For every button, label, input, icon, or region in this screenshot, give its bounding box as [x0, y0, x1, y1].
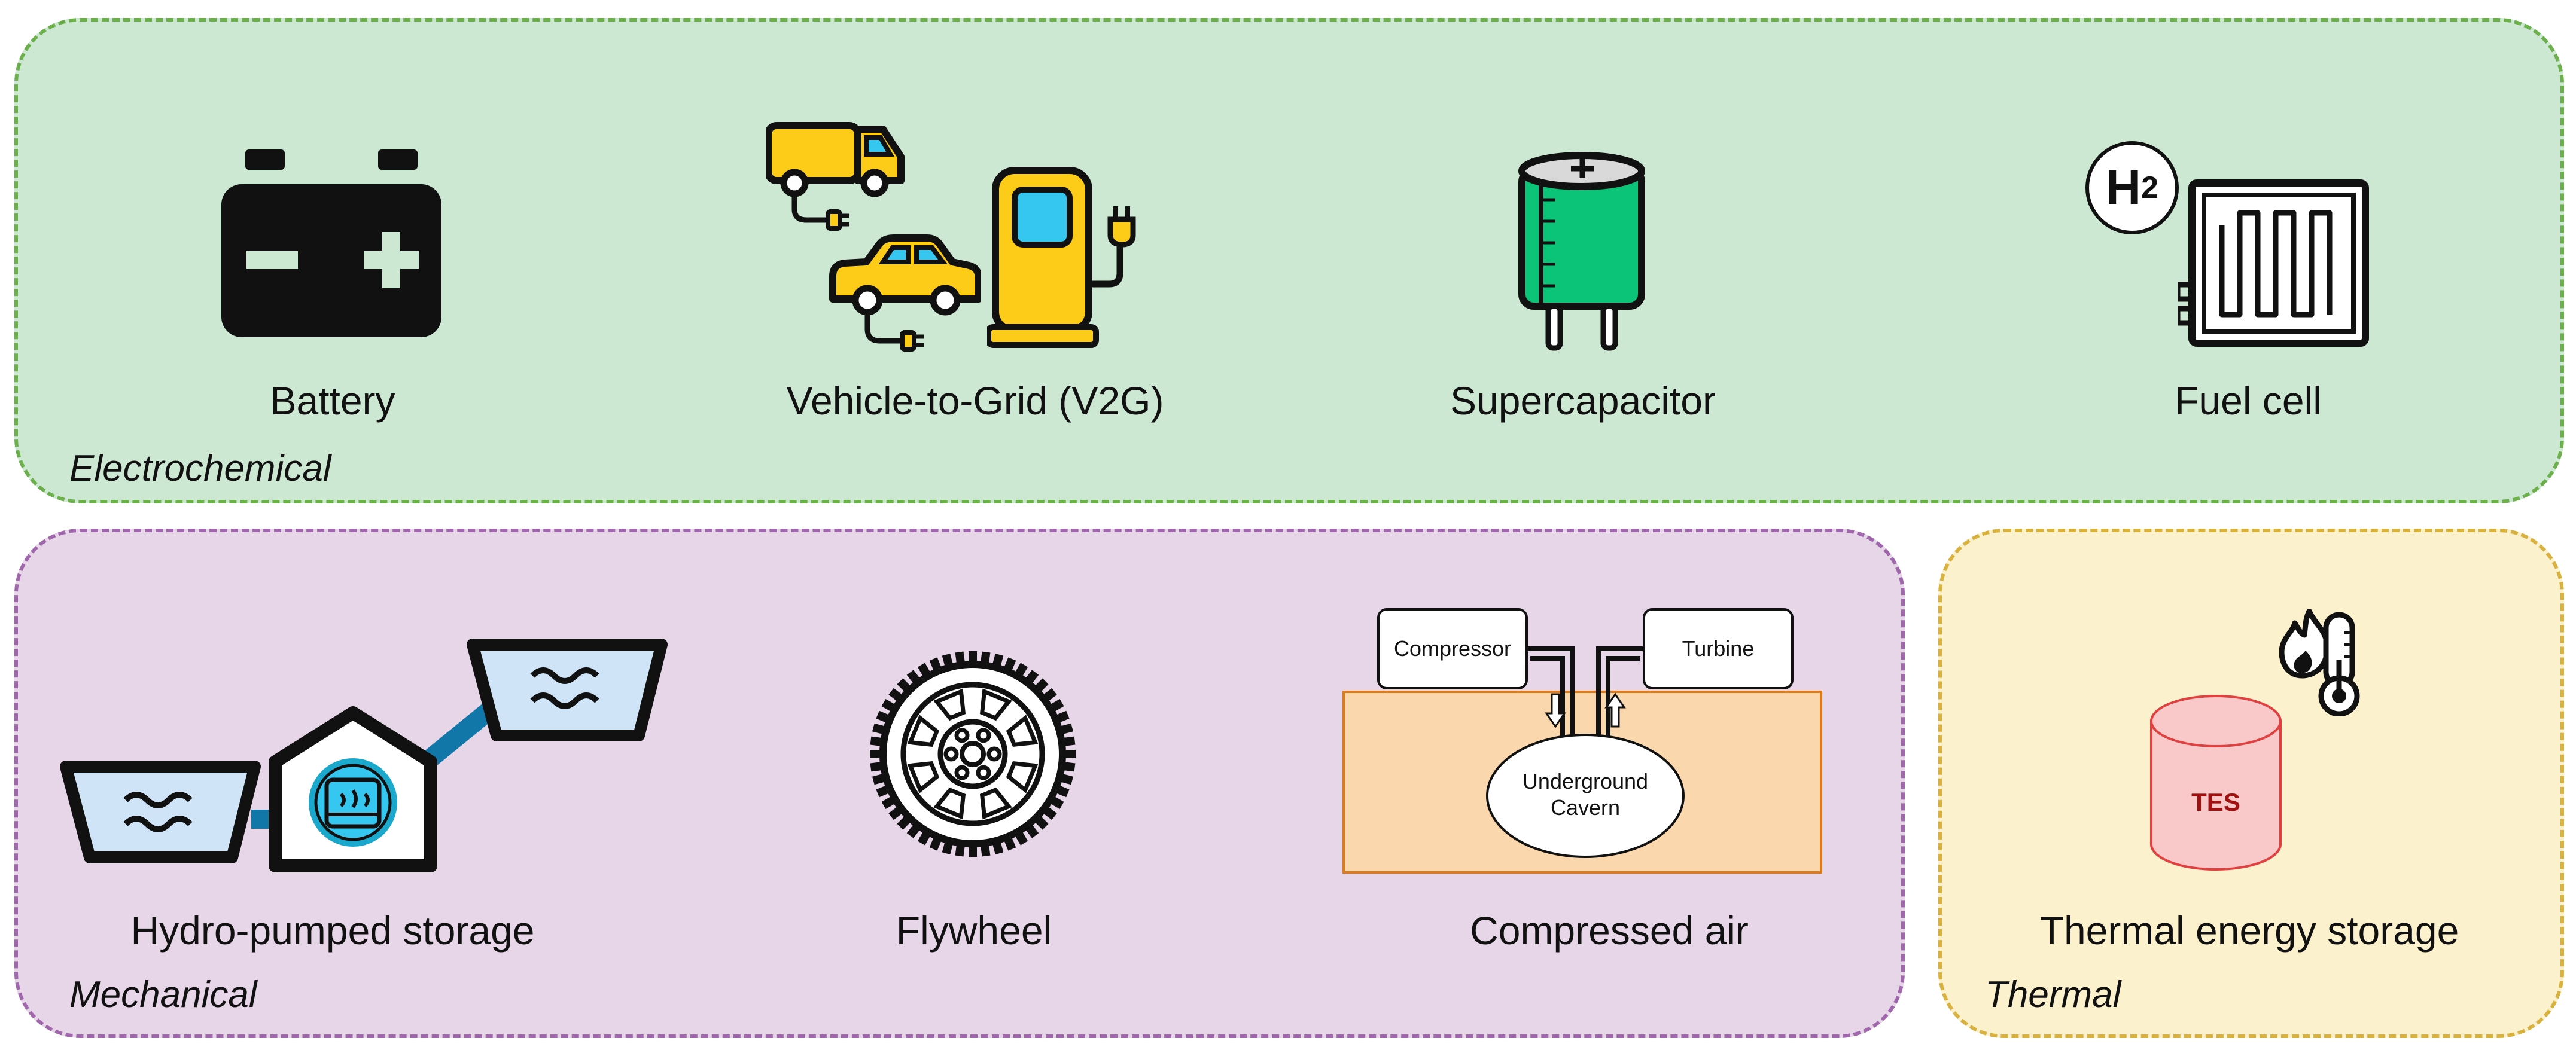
- battery-icon: [221, 149, 441, 337]
- down-arrow-icon: [1545, 693, 1566, 728]
- hydrogen-symbol: H: [2105, 160, 2142, 215]
- charging-station-icon: [987, 167, 1136, 348]
- caes-diagram: Compressor Turbine Underground Cavern: [1342, 608, 1822, 874]
- compressed-air-label: Compressed air: [1470, 908, 1749, 953]
- flywheel-icon: [870, 651, 1076, 857]
- hydrogen-subscript: 2: [2141, 170, 2159, 205]
- turbine-label: Turbine: [1682, 636, 1755, 661]
- underground-cavern: [1486, 734, 1685, 858]
- lower-reservoir-icon: [60, 761, 261, 863]
- battery-label: Battery: [270, 379, 395, 423]
- supercapacitor-label: Supercapacitor: [1450, 379, 1716, 423]
- vehicles-icon: [766, 122, 981, 352]
- electrochemical-group-label: Electrochemical: [69, 448, 331, 489]
- cavern-label-line1: Underground: [1523, 769, 1648, 793]
- upper-reservoir-icon: [467, 639, 668, 741]
- compressor-label: Compressor: [1394, 636, 1511, 661]
- powerhouse-icon: [269, 706, 437, 872]
- compressor-box: [1377, 608, 1528, 689]
- fuel-cell-label: Fuel cell: [2175, 379, 2322, 423]
- tes-tank-icon: TES: [2150, 695, 2282, 871]
- hydro-pumped-storage-icon: [60, 639, 668, 872]
- up-arrow-icon: [1604, 692, 1626, 728]
- fuel-cell-icon: [2178, 179, 2369, 347]
- v2g-label: Vehicle-to-Grid (V2G): [786, 379, 1164, 423]
- flywheel-label: Flywheel: [896, 908, 1052, 953]
- thermal-group-label: Thermal: [1985, 974, 2121, 1015]
- mechanical-group-label: Mechanical: [69, 974, 257, 1015]
- supercapacitor-icon: [1518, 152, 1645, 351]
- thermometer-flame-icon: [2279, 609, 2360, 716]
- hydro-pumped-storage-label: Hydro-pumped storage: [130, 908, 535, 953]
- cavern-label-line2: Cavern: [1551, 795, 1620, 820]
- tes-tank-label: TES: [2191, 788, 2240, 816]
- turbine-box: [1643, 608, 1794, 689]
- thermal-energy-storage-label: Thermal energy storage: [2039, 908, 2459, 953]
